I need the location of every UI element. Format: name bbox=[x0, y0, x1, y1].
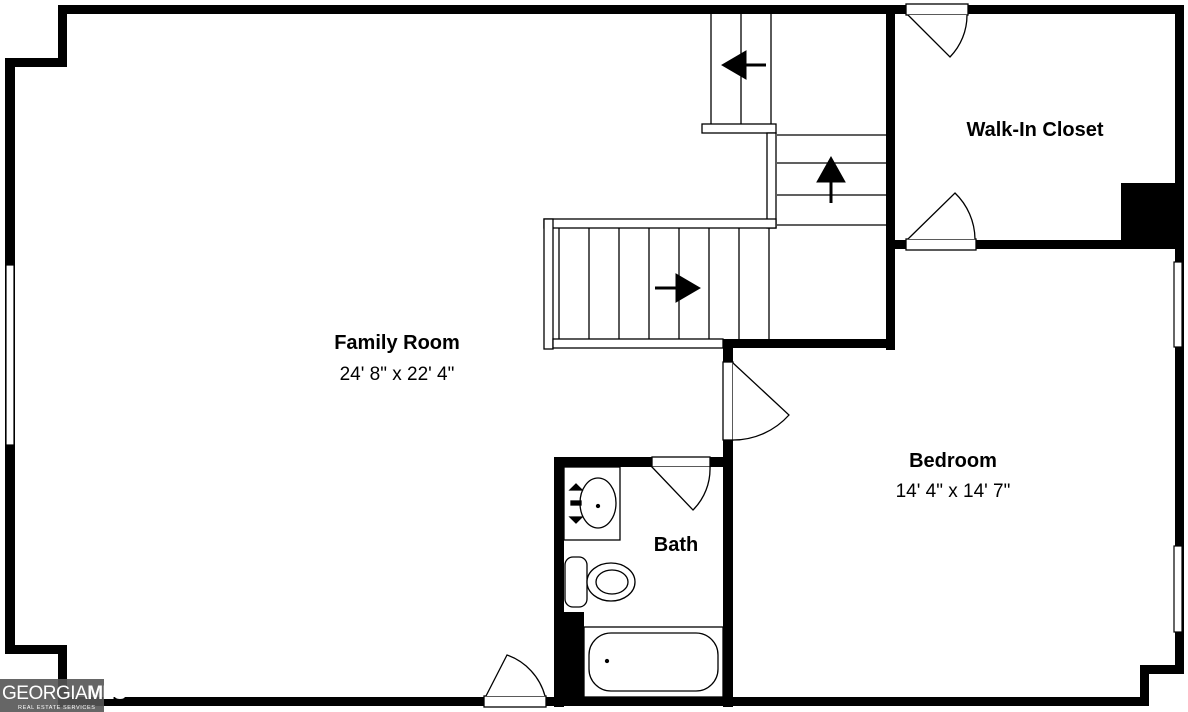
arrow-left-icon bbox=[721, 50, 766, 80]
door-closet-entry bbox=[905, 192, 977, 251]
room-labels: Family Room 24' 8" x 22' 4" Bedroom 14' … bbox=[334, 119, 1104, 556]
interior-walls bbox=[554, 5, 1176, 707]
bathtub-icon bbox=[583, 626, 724, 698]
family-room-dimensions: 24' 8" x 22' 4" bbox=[340, 364, 455, 385]
stair-arrows bbox=[655, 50, 846, 303]
vanity bbox=[563, 466, 621, 541]
family-room-name: Family Room bbox=[334, 332, 460, 354]
doors bbox=[483, 3, 977, 708]
arrow-up-icon bbox=[816, 155, 846, 203]
door-family-bottom bbox=[483, 654, 547, 708]
window-right-upper bbox=[1173, 261, 1183, 348]
logo-brand-secondary: MLS bbox=[87, 683, 126, 704]
bedroom-dimensions: 14' 4" x 14' 7" bbox=[896, 481, 1011, 502]
outer-walls bbox=[5, 5, 1184, 707]
window-right-lower bbox=[1173, 545, 1183, 633]
door-bedroom bbox=[722, 361, 790, 441]
walk-in-closet-name: Walk-In Closet bbox=[966, 119, 1103, 141]
arrow-right-icon bbox=[655, 273, 701, 303]
door-closet-top bbox=[905, 3, 969, 58]
staircase bbox=[543, 14, 886, 350]
logo-brand-primary: GEORGIA bbox=[2, 683, 88, 704]
toilet-icon bbox=[564, 556, 636, 608]
georgia-mls-logo: GEORGIAMLS REAL ESTATE SERVICES bbox=[0, 679, 126, 712]
bath-fixtures bbox=[563, 466, 724, 698]
logo-tagline: REAL ESTATE SERVICES bbox=[18, 705, 96, 711]
sink-icon bbox=[579, 477, 617, 529]
door-bath bbox=[651, 456, 711, 511]
window-left bbox=[5, 264, 15, 446]
bedroom-name: Bedroom bbox=[909, 450, 997, 472]
bath-name: Bath bbox=[654, 534, 698, 556]
svg-text:GEORGIAMLS: GEORGIAMLS bbox=[2, 683, 126, 704]
windows bbox=[5, 261, 1183, 633]
